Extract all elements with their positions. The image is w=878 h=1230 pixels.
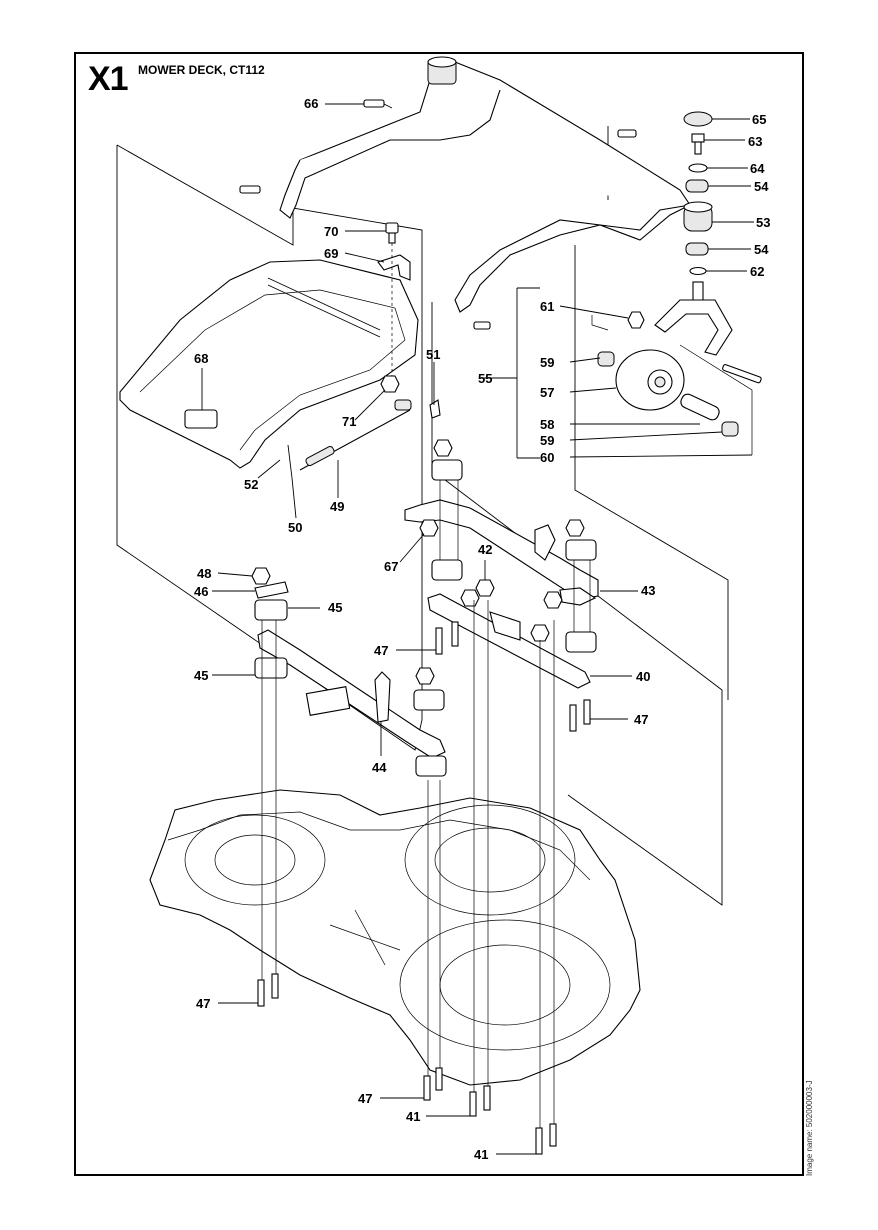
callout-62: 62 [750, 264, 764, 279]
callout-59-upper: 59 [540, 355, 554, 370]
diagram-frame [74, 52, 804, 1176]
plate-46 [254, 581, 289, 599]
callout-64: 64 [750, 161, 765, 176]
callout-66: 66 [304, 96, 318, 111]
mower-deck-shell [149, 789, 641, 1086]
callout-47-center: 47 [374, 643, 388, 658]
bearing-54-upper [685, 179, 709, 193]
callout-41-lower: 41 [474, 1147, 488, 1162]
callout-69: 69 [324, 246, 338, 261]
callout-68: 68 [194, 351, 208, 366]
bolt-right-arm [473, 129, 637, 330]
assembly-outline-box-left [116, 144, 423, 751]
callout-45-upper: 45 [328, 600, 342, 615]
caster-fork-55 [654, 281, 733, 356]
callout-60: 60 [540, 450, 554, 465]
cross-bar-40 [427, 593, 591, 689]
washer-62 [689, 266, 707, 276]
lift-arm-bracket [279, 56, 691, 313]
callout-70: 70 [324, 224, 338, 239]
callout-71: 71 [342, 414, 356, 429]
spacer-53 [683, 201, 713, 232]
callout-41-upper: 41 [406, 1109, 420, 1124]
washer-64 [688, 163, 708, 173]
bushings-59 [597, 351, 739, 437]
bracket-45-upper [254, 599, 288, 621]
bolts-47-center [435, 621, 591, 732]
callout-labels: 66 65 63 64 54 70 53 69 54 62 61 68 51 5… [194, 96, 770, 1162]
hanger-brackets-rear [413, 667, 447, 777]
callout-43: 43 [641, 583, 655, 598]
nut-71 [380, 375, 400, 393]
callout-44: 44 [372, 760, 387, 775]
callout-54-lower: 54 [754, 242, 769, 257]
nut-67 [419, 519, 439, 537]
hanger-brackets [431, 439, 597, 653]
bracket-45-lower [254, 657, 288, 679]
callout-54-upper: 54 [754, 179, 769, 194]
bolt-66 [363, 99, 393, 109]
pin-50 [287, 444, 293, 479]
bolt-63 [691, 133, 705, 155]
callout-59-lower: 59 [540, 433, 554, 448]
callout-42: 42 [478, 542, 492, 557]
callout-40: 40 [636, 669, 650, 684]
leader-lines [201, 103, 754, 1155]
callout-47-deck-left: 47 [196, 996, 210, 1011]
callout-63: 63 [748, 134, 762, 149]
callout-53: 53 [756, 215, 770, 230]
assembly-guide-lines [261, 480, 591, 1128]
callout-65: 65 [752, 112, 766, 127]
nut-42 [475, 579, 495, 597]
front-axle-43 [404, 499, 599, 606]
bracket-69 [377, 254, 411, 281]
callout-47-deck-center: 47 [358, 1091, 372, 1106]
cap-65 [683, 111, 713, 127]
callout-45-lower: 45 [194, 668, 208, 683]
bolts-41 [469, 1085, 557, 1155]
clip-51 [429, 399, 441, 419]
deck-guard-68 [119, 259, 419, 469]
caster-callout-bracket [516, 287, 540, 459]
caster-bracket-lines [591, 315, 753, 455]
callout-46: 46 [194, 584, 208, 599]
axle-58 [680, 393, 720, 421]
rod-49 [299, 399, 412, 471]
caster-wheel-57 [615, 349, 685, 411]
callout-67: 67 [384, 559, 398, 574]
bolt-60 [722, 364, 762, 384]
callout-49: 49 [330, 499, 344, 514]
nuts-cross-bar [460, 589, 563, 642]
bolt-70 [385, 222, 399, 244]
callout-52: 52 [244, 477, 258, 492]
callout-55: 55 [478, 371, 492, 386]
bolts-47-deck-center [423, 1067, 443, 1101]
bearing-54-lower [685, 242, 709, 256]
callout-58: 58 [540, 417, 554, 432]
section-id: X1 [88, 60, 129, 98]
callout-47-right: 47 [634, 712, 648, 727]
bolt-left-arm [239, 185, 261, 194]
nut-48 [251, 567, 271, 585]
callout-50: 50 [288, 520, 302, 535]
diagram-title: MOWER DECK, CT112 [138, 63, 265, 77]
bolts-47-deck-left [257, 973, 279, 1007]
callout-61: 61 [540, 299, 554, 314]
callout-51: 51 [426, 347, 440, 362]
rear-axle-44 [257, 629, 446, 759]
callout-48: 48 [197, 566, 211, 581]
nut-61 [627, 311, 645, 329]
callout-57: 57 [540, 385, 554, 400]
